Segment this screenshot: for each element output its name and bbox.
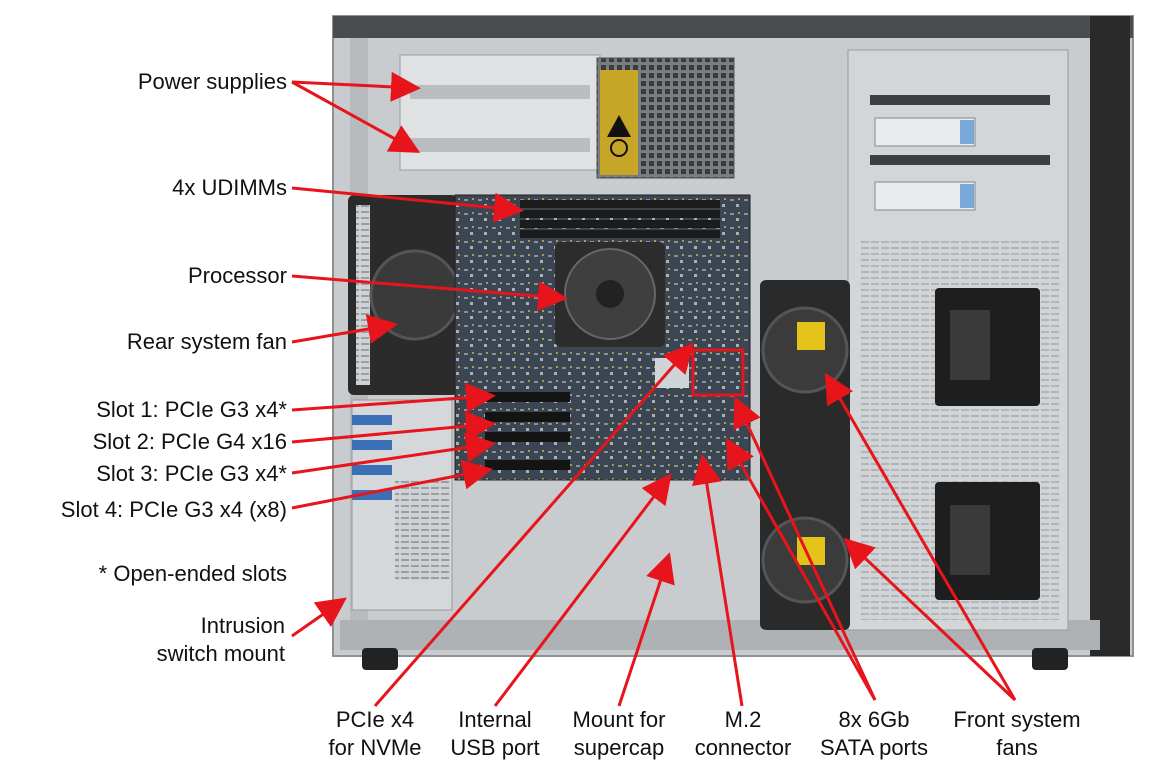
arrow-sata-1 xyxy=(733,396,877,701)
arrow-slot2 xyxy=(291,411,496,444)
label-front-fans-line1: Front system xyxy=(953,707,1081,732)
arrow-slot1 xyxy=(291,382,496,413)
arrow-front-fans-1 xyxy=(824,372,1017,701)
label-slot3: Slot 3: PCIe G3 x4* xyxy=(96,461,287,486)
label-supercap-line1: Mount for xyxy=(572,707,666,732)
label-pcie-nvme-line2: for NVMe xyxy=(328,735,422,760)
arrow-udimms xyxy=(291,186,524,223)
label-supercap: Mount for supercap xyxy=(554,706,684,762)
rear-system-fan xyxy=(348,195,461,395)
arrow-sata-2 xyxy=(726,437,877,701)
arrow-power-supplies-2 xyxy=(291,80,421,153)
label-rear-fan: Rear system fan xyxy=(126,329,287,354)
label-slot1: Slot 1: PCIe G3 x4* xyxy=(96,397,287,422)
label-pcie-nvme-line1: PCIe x4 xyxy=(335,707,415,732)
label-open-ended: * Open-ended slots xyxy=(98,561,287,586)
label-sata: 8x 6Gb SATA ports xyxy=(806,706,942,762)
arrow-rear-fan xyxy=(291,314,398,344)
label-udimms: 4x UDIMMs xyxy=(172,175,287,200)
label-processor: Processor xyxy=(187,263,287,288)
label-intrusion-line1: Intrusion xyxy=(200,613,285,638)
chassis-foot-left xyxy=(362,648,398,670)
label-sata-line2: SATA ports xyxy=(819,735,928,760)
label-m2-line1: M.2 xyxy=(724,707,762,732)
label-m2: M.2 connector xyxy=(680,706,806,762)
front-bezel xyxy=(1090,16,1130,656)
label-supercap-line2: supercap xyxy=(573,735,665,760)
label-usb-line2: USB port xyxy=(450,735,540,760)
chassis-foot-right xyxy=(1032,648,1068,670)
label-usb-line1: Internal xyxy=(458,707,532,732)
power-supply-bays xyxy=(399,54,735,179)
label-power-supplies: Power supplies xyxy=(137,69,287,94)
arrow-nvme xyxy=(373,342,694,707)
motherboard xyxy=(454,194,751,481)
label-slot4: Slot 4: PCIe G3 x4 (x8) xyxy=(60,497,287,522)
label-pcie-nvme: PCIe x4 for NVMe xyxy=(310,706,440,762)
label-intrusion: Intrusion switch mount xyxy=(157,612,285,668)
label-sata-line1: 8x 6Gb xyxy=(838,707,910,732)
label-usb: Internal USB port xyxy=(430,706,560,762)
arrow-m2 xyxy=(691,454,744,707)
label-front-fans-line2: fans xyxy=(996,735,1038,760)
callout-arrows xyxy=(291,71,1017,707)
arrow-supercap xyxy=(617,552,675,707)
arrow-front-fans-2 xyxy=(843,537,1017,702)
arrow-slot4 xyxy=(291,459,493,510)
arrow-processor xyxy=(291,274,568,312)
arrow-usb xyxy=(493,473,672,707)
arrow-slot3 xyxy=(291,432,496,475)
label-intrusion-line2: switch mount xyxy=(156,641,285,666)
arrow-intrusion xyxy=(291,597,347,638)
label-slot2: Slot 2: PCIe G4 x16 xyxy=(92,429,287,454)
label-m2-line2: connector xyxy=(694,735,792,760)
label-front-fans: Front system fans xyxy=(942,706,1092,762)
arrow-power-supplies-1 xyxy=(291,71,421,102)
